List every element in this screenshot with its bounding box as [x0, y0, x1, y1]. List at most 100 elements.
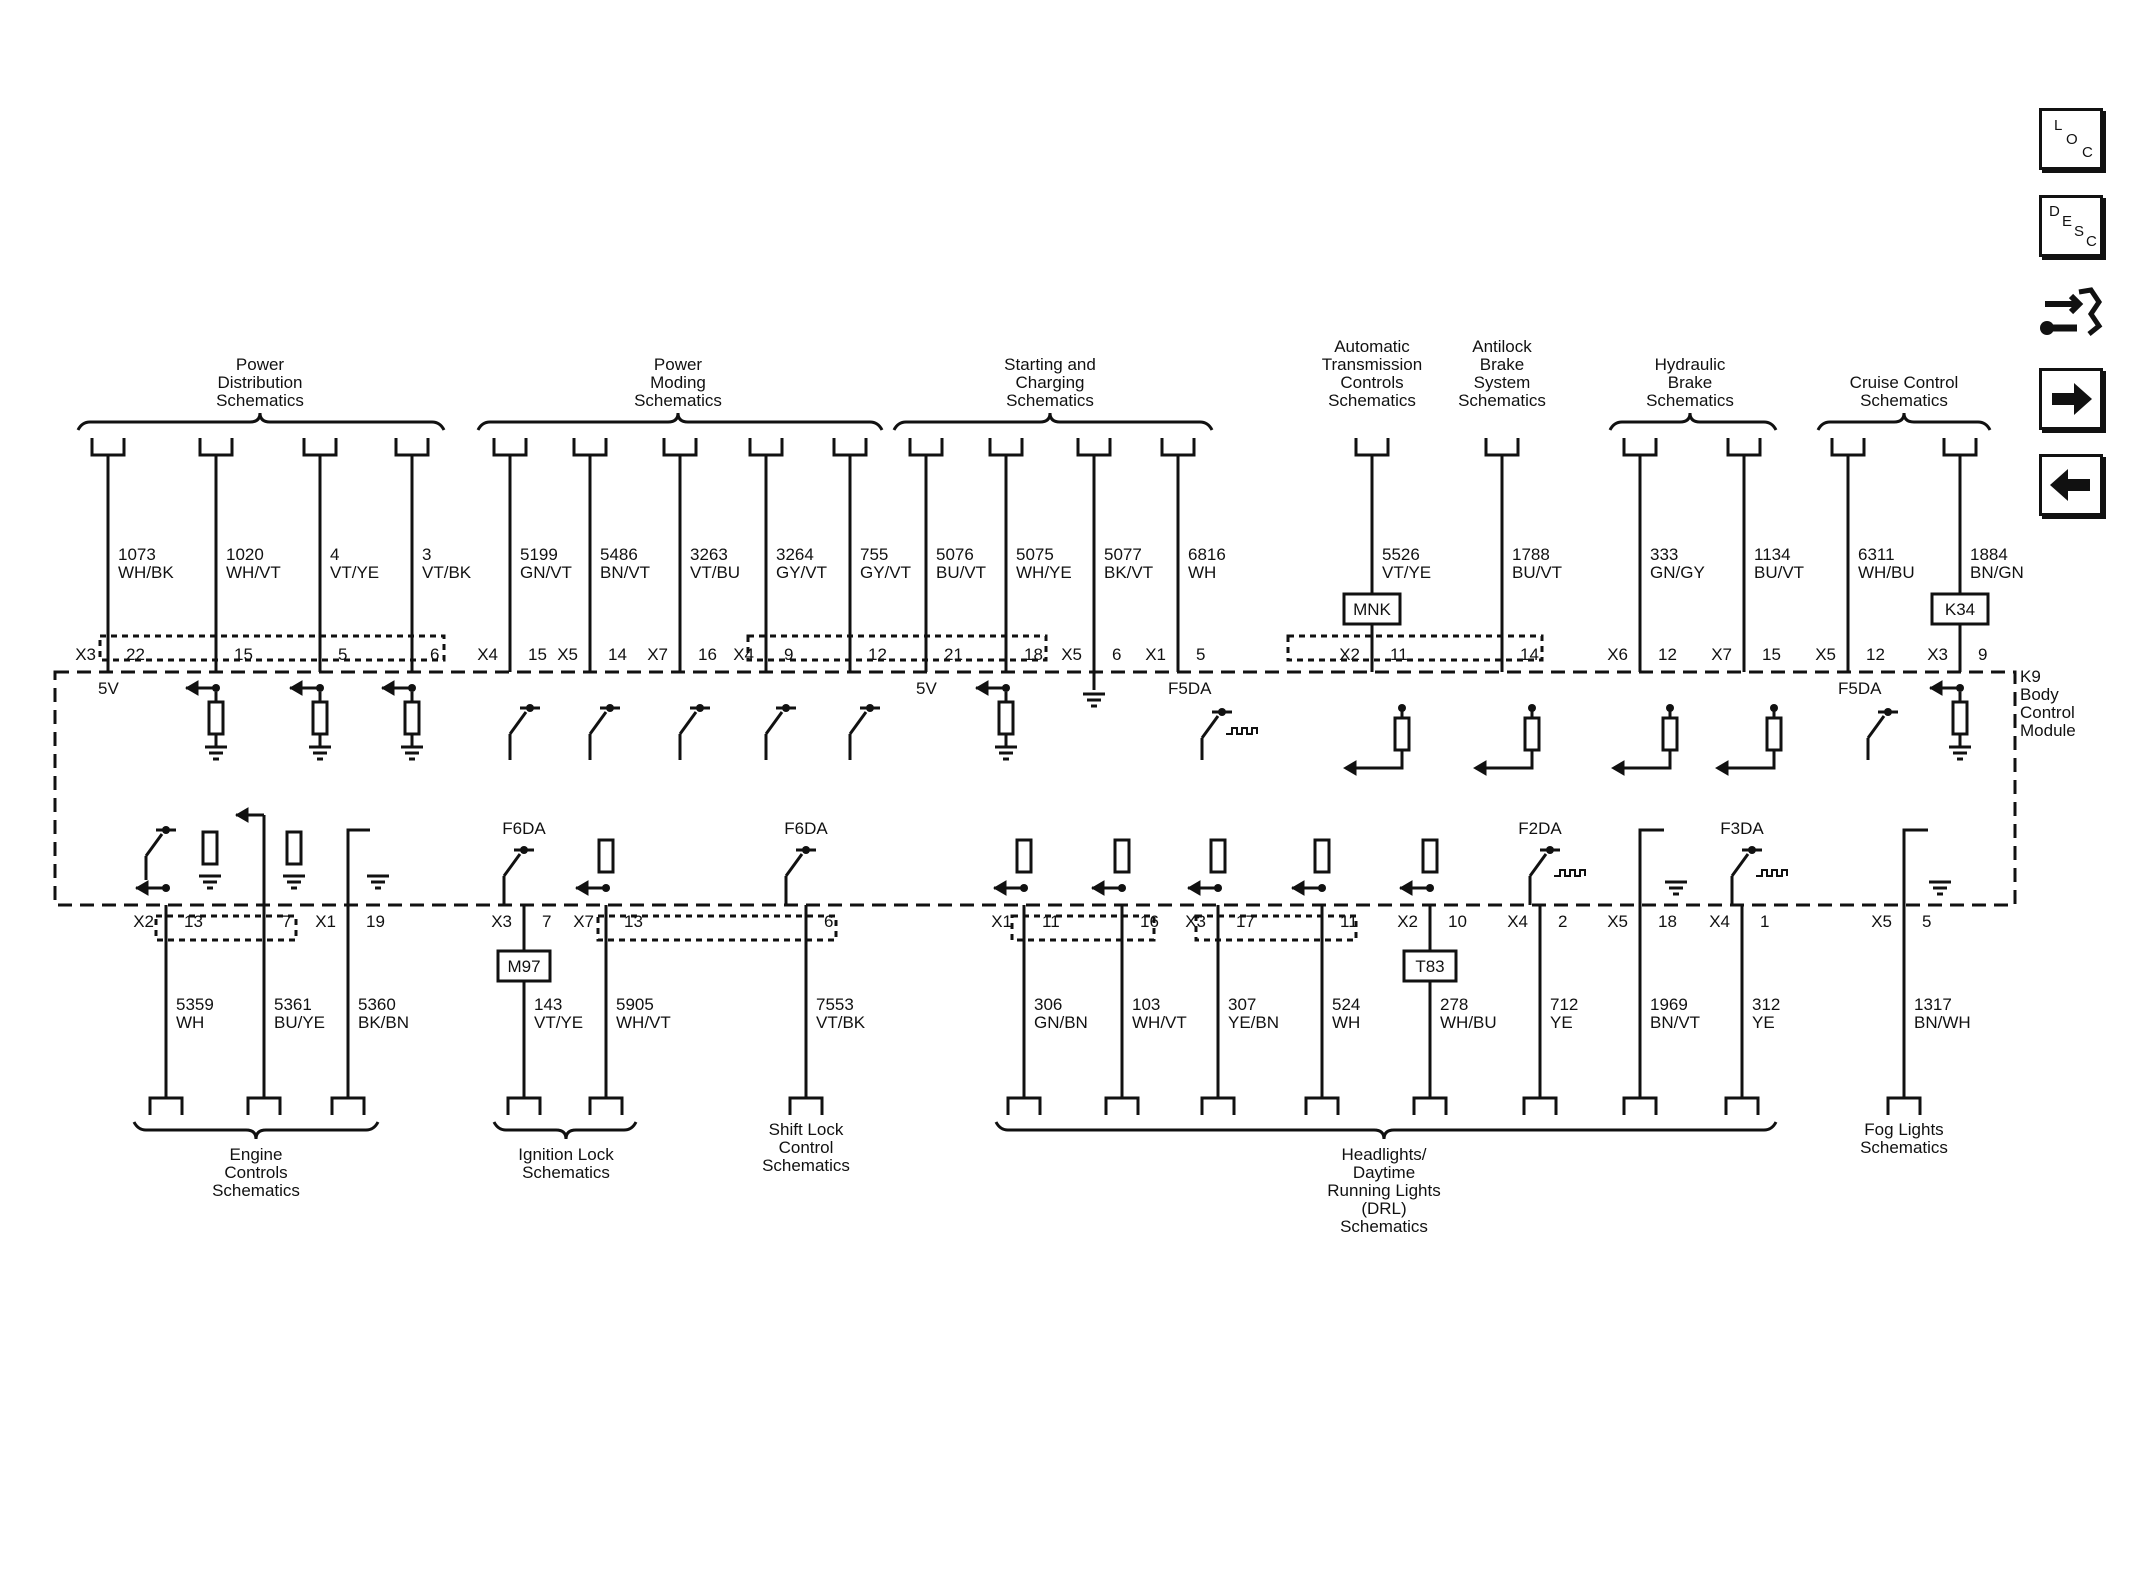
wire-color: WH: [176, 1013, 204, 1032]
switch-blade: [588, 711, 608, 735]
top-group-bracket: [892, 412, 1214, 431]
switch-blade: [1200, 715, 1220, 739]
circuit-number: 3: [422, 545, 431, 564]
top-group-label: Schematics: [1458, 391, 1546, 410]
splice-label: MNK: [1353, 600, 1391, 619]
harness-connector: [1886, 1096, 1922, 1115]
switch-blade: [1528, 853, 1548, 877]
wire-color: GY/VT: [776, 563, 827, 582]
signal-arrow: [1611, 760, 1625, 776]
signal-note: F2DA: [1518, 819, 1562, 838]
pin-number: 19: [366, 912, 385, 931]
bottom-group-label: Schematics: [1860, 1138, 1948, 1157]
harness-connector: [198, 438, 234, 457]
wire-color: WH/BU: [1858, 563, 1915, 582]
signal-arrow: [135, 880, 149, 896]
pin-number: 2: [1558, 912, 1567, 931]
circuit-number: 7553: [816, 995, 854, 1014]
connector-id: X2: [133, 912, 154, 931]
signal-arrow: [975, 680, 989, 696]
pin-number: 6: [1112, 645, 1121, 664]
bottom-group-label: Running Lights: [1327, 1181, 1440, 1200]
previous-page-button[interactable]: [2039, 454, 2103, 516]
junction-dot: [1214, 884, 1222, 892]
top-group-bracket: [476, 412, 884, 431]
top-group-label: Power: [654, 355, 703, 374]
harness-connector: [1942, 438, 1978, 457]
module-name: K9: [2020, 667, 2041, 686]
pin-number: 21: [944, 645, 963, 664]
harness-connector: [748, 438, 784, 457]
harness-connector: [302, 438, 338, 457]
connector-id: X7: [573, 912, 594, 931]
switch-blade: [1730, 853, 1750, 877]
next-page-button[interactable]: [2039, 368, 2103, 430]
harness-connector: [492, 438, 528, 457]
pulse-symbol: [1756, 869, 1788, 877]
resistor-symbol: [1765, 716, 1783, 752]
harness-connector: [832, 438, 868, 457]
circuit-number: 5905: [616, 995, 654, 1014]
signal-line: [1482, 750, 1534, 770]
connector-id: X1: [991, 912, 1012, 931]
wire-color: WH/BU: [1440, 1013, 1497, 1032]
signal-line: [1352, 750, 1404, 770]
circuit-number: 1969: [1650, 995, 1688, 1014]
pulse-symbol: [1226, 727, 1258, 735]
pin-number: 5: [1922, 912, 1931, 931]
wire-color: WH/BK: [118, 563, 174, 582]
wire-color: BU/VT: [1512, 563, 1562, 582]
switch-blade: [784, 853, 804, 877]
wire-color: WH: [1332, 1013, 1360, 1032]
circuit-number: 3263: [690, 545, 728, 564]
wire-color: WH/YE: [1016, 563, 1072, 582]
circuit-number: 312: [1752, 995, 1780, 1014]
pin-number: 18: [1658, 912, 1677, 931]
connector-id: X5: [1871, 912, 1892, 931]
junction-dot: [1002, 684, 1010, 692]
harness-connector: [1830, 438, 1866, 457]
top-group-label: Schematics: [634, 391, 722, 410]
module-name: Body: [2020, 685, 2059, 704]
pin-number: 11: [1042, 912, 1060, 931]
loc-letter-c: C: [2082, 144, 2093, 161]
pin-number: 7: [542, 912, 551, 931]
harness-connector: [1304, 1096, 1340, 1115]
signal-note: F6DA: [784, 819, 828, 838]
loc-letter-o: O: [2066, 131, 2078, 148]
loc-button[interactable]: L O C: [2039, 108, 2103, 170]
connector-id: X3: [491, 912, 512, 931]
pin-number: 17: [1236, 912, 1255, 931]
desc-button[interactable]: D E S C: [2039, 195, 2103, 257]
top-group-label: Schematics: [1860, 391, 1948, 410]
resistor-symbol: [997, 700, 1015, 736]
connector-id: X7: [647, 645, 668, 664]
connector-repair-button[interactable]: [2039, 282, 2103, 344]
wire-color: WH/VT: [226, 563, 281, 582]
resistor-symbol: [597, 838, 615, 874]
harness-connector: [1160, 438, 1196, 457]
circuit-number: 1073: [118, 545, 156, 564]
circuit-number: 1317: [1914, 995, 1952, 1014]
signal-arrow: [289, 680, 303, 696]
switch-lead: [1902, 828, 1928, 905]
circuit-number: 5526: [1382, 545, 1420, 564]
circuit-number: 103: [1132, 995, 1160, 1014]
switch-blade: [764, 711, 784, 735]
top-group-label: Transmission: [1322, 355, 1422, 374]
junction-dot: [1426, 884, 1434, 892]
top-group-bracket: [1608, 412, 1778, 431]
wire-color: YE/BN: [1228, 1013, 1279, 1032]
junction-dot: [1020, 884, 1028, 892]
splice-label: K34: [1945, 600, 1975, 619]
pin-number: 15: [1762, 645, 1781, 664]
harness-connector: [988, 438, 1024, 457]
switch-blade: [508, 711, 528, 735]
connector-id: X1: [1145, 645, 1166, 664]
wire-color: BN/WH: [1914, 1013, 1971, 1032]
module-name: Module: [2020, 721, 2076, 740]
top-group-label: Controls: [1340, 373, 1403, 392]
pin-number: 6: [824, 912, 833, 931]
circuit-number: 1134: [1754, 545, 1791, 564]
wire-color: GN/GY: [1650, 563, 1705, 582]
